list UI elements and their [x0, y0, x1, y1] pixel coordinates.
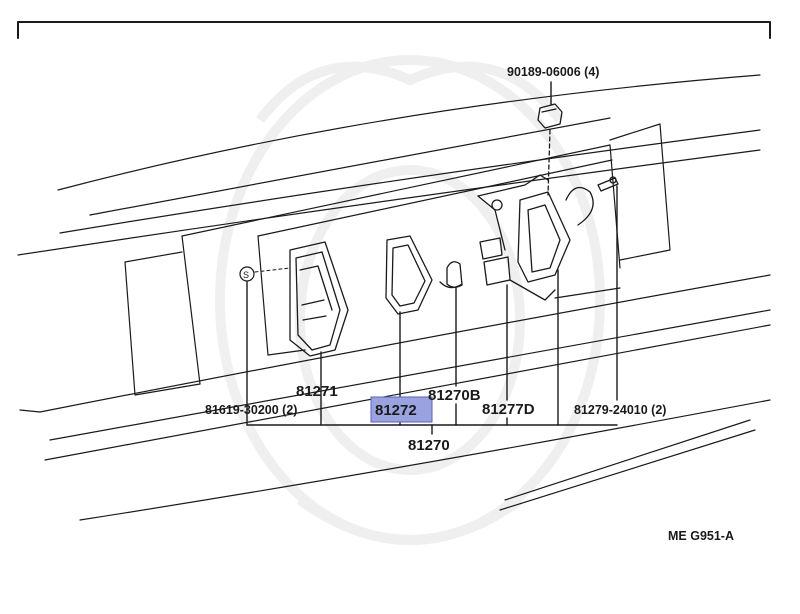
back-door-panel	[17, 74, 771, 521]
callout-lens[interactable]: 81271	[296, 383, 338, 400]
lamp-socket-wiring	[477, 174, 594, 301]
screw-right-part	[597, 176, 619, 192]
callout-bulb[interactable]: 81270B	[428, 387, 481, 404]
license-lamp-lens	[289, 241, 349, 357]
diagram-code: ME G951-A	[668, 529, 734, 543]
selected-part-highlight	[370, 396, 433, 423]
callout-screw-left[interactable]: 81619-30200 (2)	[205, 403, 297, 417]
screw-left-part: S	[239, 266, 291, 282]
watermark-emblem	[215, 55, 605, 545]
callout-socket[interactable]: 81277D	[482, 401, 535, 418]
clip-nut-part	[537, 103, 563, 196]
lamp-gasket	[385, 235, 433, 315]
callout-screw-right[interactable]: 81279-24010 (2)	[574, 403, 666, 417]
lamp-bulb	[439, 261, 463, 289]
callout-assembly[interactable]: 81270	[408, 437, 450, 454]
leader-lines	[246, 81, 618, 435]
callout-gasket[interactable]: 81272	[375, 402, 417, 419]
svg-text:S: S	[243, 270, 249, 280]
frame-border	[17, 21, 771, 39]
callout-bolt-top[interactable]: 90189-06006 (4)	[507, 65, 599, 79]
